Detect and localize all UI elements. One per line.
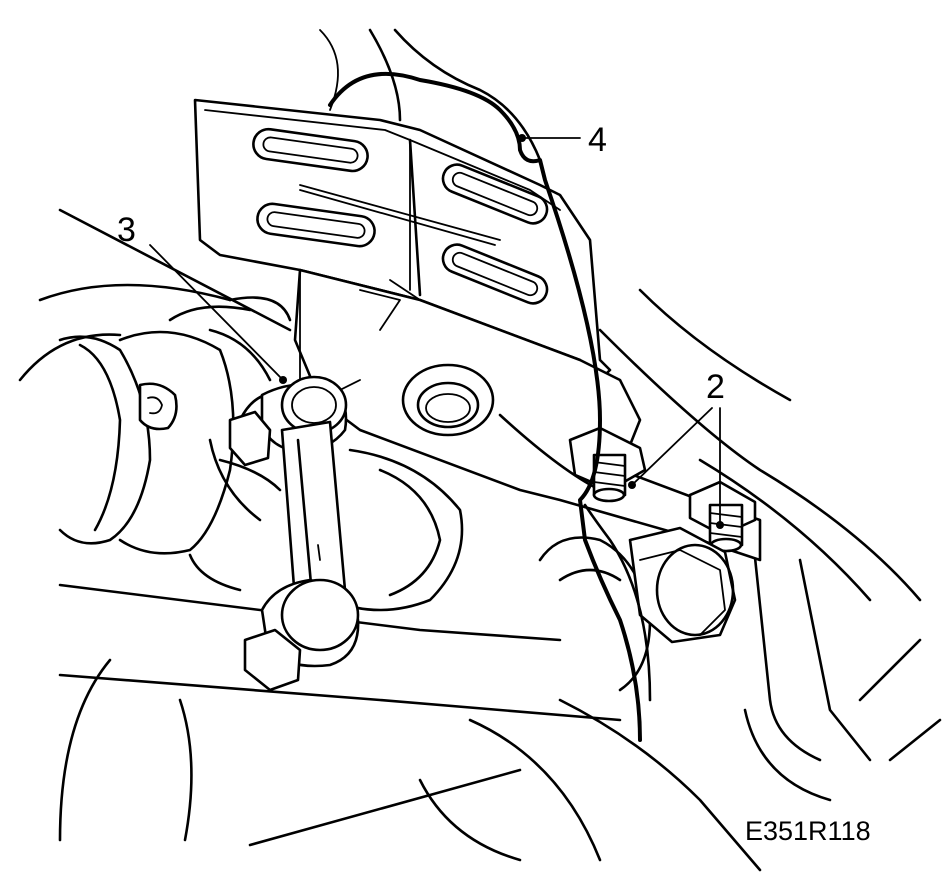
callout-leaders: [149, 134, 724, 529]
callout-3-label: 3: [117, 211, 136, 249]
mounting-bracket: [193, 98, 612, 382]
figure-code: E351R118: [745, 816, 871, 846]
callout-4-label: 4: [588, 121, 607, 159]
pivot-nut: [538, 526, 737, 692]
sensor-wire: [328, 71, 642, 742]
bolt-left: [568, 426, 647, 503]
chassis-background: [18, 28, 942, 872]
axle-shaft-assembly: [58, 296, 292, 592]
link-rod: [228, 375, 360, 692]
callout-2-label: 2: [706, 368, 725, 406]
